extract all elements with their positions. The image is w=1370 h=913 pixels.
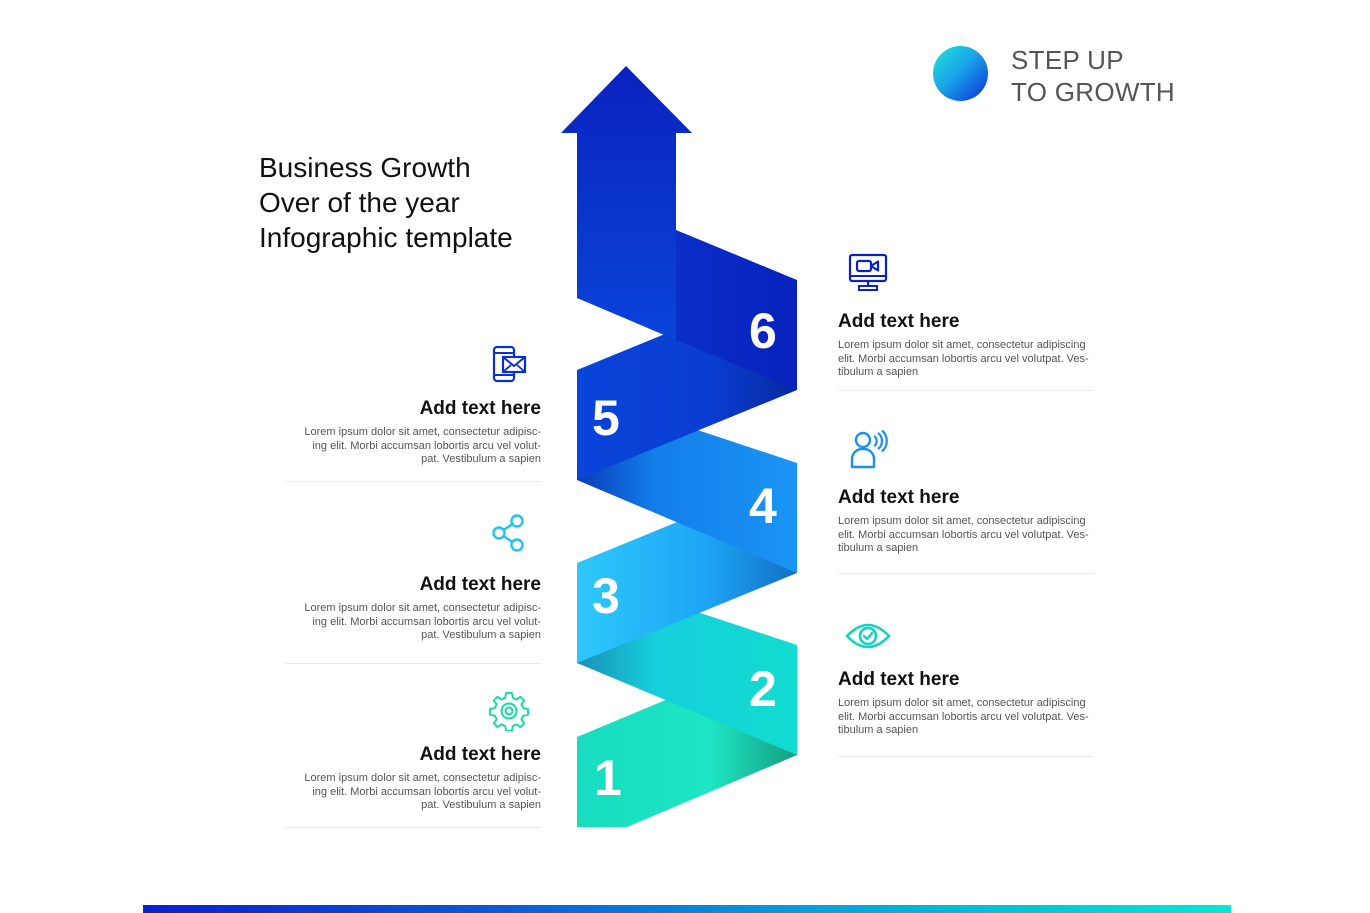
body-line: Lorem ipsum dolor sit amet, consectetur …	[838, 339, 1086, 351]
eye-check-icon	[845, 623, 891, 649]
arrow-shaft	[561, 66, 692, 340]
title-line-3: Infographic template	[259, 222, 513, 253]
body-line: ing elit. Morbi accumsan lobortis arcu v…	[312, 615, 541, 628]
body-line: tibulum a sapien	[838, 366, 919, 378]
body-line: elit. Morbi accumsan lobortis arcu vel v…	[838, 710, 1089, 723]
step-2-body: Lorem ipsum dolor sit amet, consectetur …	[838, 697, 1094, 738]
body-line: pat. Vestibulum a sapien	[421, 629, 541, 641]
body-line: Lorem ipsum dolor sit amet, consectetur …	[838, 697, 1086, 709]
body-line: Lorem ipsum dolor sit amet, consectetur …	[304, 772, 541, 784]
step-number-6: 6	[749, 303, 777, 359]
step-2-heading: Add text here	[838, 669, 960, 690]
step-1-heading: Add text here	[419, 744, 541, 765]
step-2-card: Add text here Lorem ipsum dolor sit amet…	[838, 669, 1094, 757]
band-6	[676, 230, 797, 390]
step-number-5: 5	[592, 390, 620, 446]
step-number-1: 1	[594, 750, 622, 806]
step-4-card: Add text here Lorem ipsum dolor sit amet…	[838, 487, 1094, 574]
body-line: ing elit. Morbi accumsan lobortis arcu v…	[312, 785, 541, 798]
divider	[285, 481, 541, 482]
page-title: Business Growth Over of the year Infogra…	[259, 150, 513, 255]
step-3-heading: Add text here	[419, 574, 541, 595]
body-line: Lorem ipsum dolor sit amet, consectetur …	[838, 515, 1086, 527]
title-line-2: Over of the year	[259, 187, 460, 218]
step-number-4: 4	[749, 478, 777, 534]
divider	[838, 756, 1094, 757]
gear-icon	[489, 691, 529, 731]
step-1-card: Add text here Lorem ipsum dolor sit amet…	[285, 744, 541, 828]
step-4-body: Lorem ipsum dolor sit amet, consectetur …	[838, 515, 1094, 556]
title-line-1: Business Growth	[259, 152, 471, 183]
body-line: Lorem ipsum dolor sit amet, consectetur …	[304, 602, 541, 614]
step-3-body: Lorem ipsum dolor sit amet, consectetur …	[285, 602, 541, 643]
divider	[285, 827, 541, 828]
step-4-heading: Add text here	[838, 487, 960, 508]
divider	[285, 663, 541, 664]
body-line: pat. Vestibulum a sapien	[421, 453, 541, 465]
divider	[838, 573, 1094, 574]
step-1-body: Lorem ipsum dolor sit amet, consectetur …	[285, 772, 541, 813]
divider	[838, 390, 1094, 391]
body-line: ing elit. Morbi accumsan lobortis arcu v…	[312, 439, 541, 452]
body-line: elit. Morbi accumsan lobortis arcu vel v…	[838, 352, 1089, 365]
body-line: tibulum a sapien	[838, 724, 919, 736]
brand-line-1: STEP UP	[1011, 45, 1124, 75]
brand-title: STEP UP TO GROWTH	[1011, 44, 1175, 108]
monitor-video-icon	[848, 253, 888, 291]
mobile-mail-icon	[492, 345, 527, 383]
step-6-heading: Add text here	[838, 311, 960, 332]
brand-dot	[933, 46, 988, 101]
body-line: Lorem ipsum dolor sit amet, consectetur …	[304, 426, 541, 438]
step-3-card: Add text here Lorem ipsum dolor sit amet…	[285, 574, 541, 664]
body-line: tibulum a sapien	[838, 542, 919, 554]
step-5-card: Add text here Lorem ipsum dolor sit amet…	[285, 398, 541, 482]
step-6-card: Add text here Lorem ipsum dolor sit amet…	[838, 311, 1094, 391]
body-line: pat. Vestibulum a sapien	[421, 799, 541, 811]
share-icon	[492, 514, 524, 552]
step-5-heading: Add text here	[419, 398, 541, 419]
step-5-body: Lorem ipsum dolor sit amet, consectetur …	[285, 426, 541, 467]
person-voice-icon	[850, 430, 888, 469]
bottom-gradient-bar	[143, 905, 1231, 913]
step-6-body: Lorem ipsum dolor sit amet, consectetur …	[838, 339, 1094, 380]
body-line: elit. Morbi accumsan lobortis arcu vel v…	[838, 528, 1089, 541]
step-number-2: 2	[749, 661, 777, 717]
brand-line-2: TO GROWTH	[1011, 77, 1175, 107]
step-number-3: 3	[592, 568, 620, 624]
